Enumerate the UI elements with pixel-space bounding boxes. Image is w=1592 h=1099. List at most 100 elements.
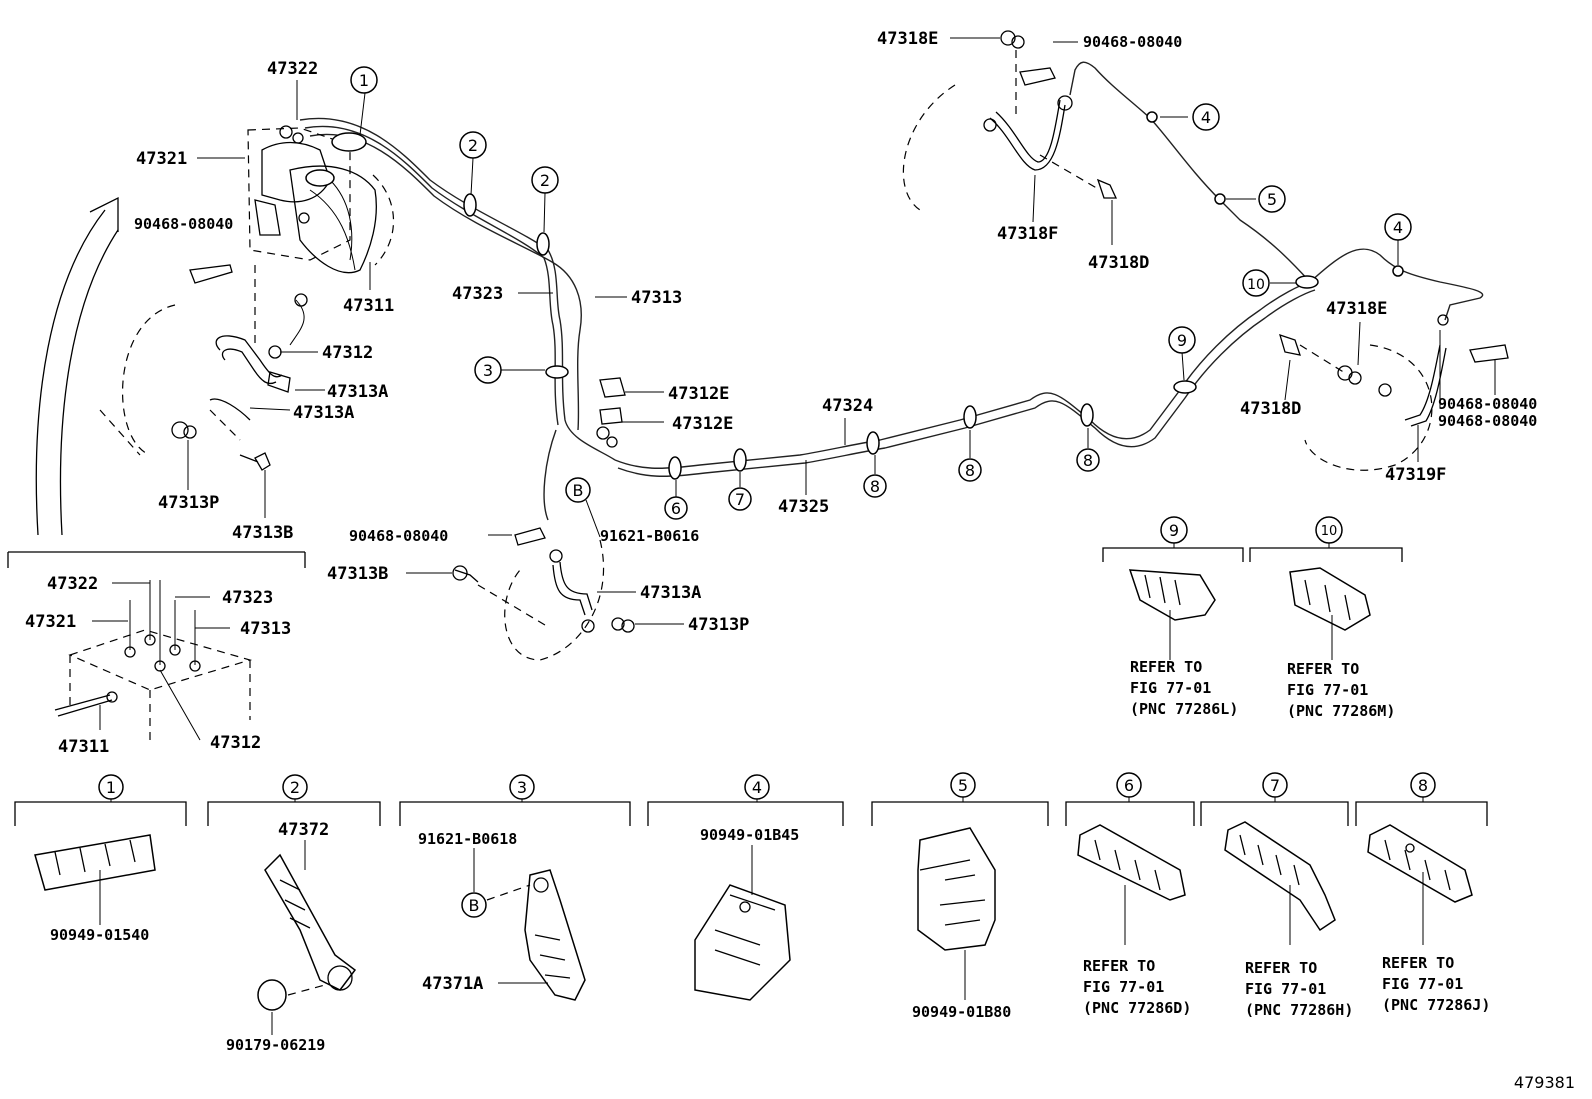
label-47313A: 47313A [327,382,388,402]
callout-6: 6 [671,499,681,518]
label-47318E: 47318E [1326,299,1387,319]
label-47318D: 47318D [1240,399,1301,419]
label-47324: 47324 [822,396,873,416]
label-47312E: 47312E [668,384,729,404]
diagram-callout-numbers: 1 2 2 3 6 7 8 8 8 9 10 4 5 4 B [359,71,1403,518]
refer-line2: FIG 77-01 [1382,975,1463,993]
clamp-detail-5: 5 90949-01B80 [871,772,1049,1021]
label-47319F: 47319F [1385,465,1446,485]
callout-b: B [573,481,584,500]
label-47312: 47312 [210,733,261,753]
label-47323: 47323 [222,588,273,608]
part-90179-06219: 90179-06219 [226,1036,325,1054]
callout-5: 5 [958,776,968,795]
callout-9: 9 [1177,331,1187,350]
callout-4: 4 [752,778,762,797]
label-47318D: 47318D [1088,253,1149,273]
label-47325: 47325 [778,497,829,517]
callout-10: 10 [1321,524,1338,539]
rear-left-hose [902,30,1118,211]
callout-3: 3 [483,361,493,380]
label-47318F: 47318F [997,224,1058,244]
diagram-id: 479381 [1514,1073,1575,1092]
brake-actuator-assembly [247,125,395,274]
label-47313P: 47313P [158,493,219,513]
callout-4: 4 [1201,108,1211,127]
callout-7: 7 [735,490,745,509]
clamp-detail-10: 10 REFER TO FIG 77-01 (PNC 77286M) [1249,516,1403,720]
label-47313A: 47313A [293,403,354,423]
leader-lines [92,37,1496,741]
callout-8: 8 [1083,451,1093,470]
label-47318E: 47318E [877,29,938,49]
callout-7: 7 [1270,776,1280,795]
label-47321: 47321 [136,149,187,169]
clamp-detail-9: 9 REFER TO FIG 77-01 (PNC 77286L) [1102,516,1244,718]
refer-line2: FIG 77-01 [1130,679,1211,697]
label-47313: 47313 [240,619,291,639]
label-47313: 47313 [631,288,682,308]
refer-line2: FIG 77-01 [1245,980,1326,998]
callout-5: 5 [1267,190,1277,209]
label-47323: 47323 [452,284,503,304]
callout-1: 1 [359,71,369,90]
label-91621-B0616: 91621-B0616 [600,527,699,545]
callout-2: 2 [290,778,300,797]
callout-6: 6 [1124,776,1134,795]
label-90468-08040: 90468-08040 [1438,395,1537,413]
refer-line1: REFER TO [1287,660,1359,678]
refer-pnc-77286M: (PNC 77286M) [1287,702,1395,720]
part-90949-01540: 90949-01540 [50,926,149,944]
refer-pnc-77286H: (PNC 77286H) [1245,1001,1353,1019]
label-47313A: 47313A [640,583,701,603]
label-47313P: 47313P [688,615,749,635]
clamp-detail-6: 6 REFER TO FIG 77-01 (PNC 77286D) [1065,772,1195,1017]
label-90468-08040: 90468-08040 [1083,33,1182,51]
callout-2: 2 [540,171,550,190]
clamp-detail-8: 8 REFER TO FIG 77-01 (PNC 77286J) [1355,772,1490,1014]
callout-8: 8 [965,461,975,480]
pipe-clamps [463,111,1404,480]
label-47313B: 47313B [232,523,293,543]
detail-inset [7,551,306,740]
refer-pnc-77286J: (PNC 77286J) [1382,996,1490,1014]
callout-10: 10 [1247,277,1265,293]
callout-8: 8 [870,477,880,496]
refer-pnc-77286L: (PNC 77286L) [1130,700,1238,718]
part-90949-01B45: 90949-01B45 [700,826,799,844]
part-91621-B0618: 91621-B0618 [418,830,517,848]
callout-4: 4 [1393,218,1403,237]
label-47312E: 47312E [672,414,733,434]
part-90949-01B80: 90949-01B80 [912,1003,1011,1021]
part-47371A: 47371A [422,974,483,994]
refer-line2: FIG 77-01 [1083,978,1164,996]
callout-3: 3 [517,778,527,797]
label-47311: 47311 [343,296,394,316]
callout-b: B [469,896,480,915]
refer-line1: REFER TO [1382,954,1454,972]
label-47321: 47321 [25,612,76,632]
front-left-hose [99,264,308,471]
direction-arrow [35,196,119,536]
callout-8: 8 [1418,776,1428,795]
rear-right-hose [1279,314,1509,471]
label-47322: 47322 [47,574,98,594]
refer-line1: REFER TO [1245,959,1317,977]
callout-1: 1 [106,778,116,797]
refer-line1: REFER TO [1083,957,1155,975]
clamp-detail-7: 7 REFER TO FIG 77-01 (PNC 77286H) [1200,772,1353,1019]
clamp-detail-2: 2 47372 90179-06219 [207,774,381,1054]
label-90468-08040: 90468-08040 [134,215,233,233]
label-90468-08040: 90468-08040 [1438,412,1537,430]
label-47311: 47311 [58,737,109,757]
clamp-detail-3: 3 B 91621-B0618 47371A [399,774,631,1001]
callout-2: 2 [468,136,478,155]
refer-pnc-77286D: (PNC 77286D) [1083,999,1191,1017]
part-47372: 47372 [278,820,329,840]
clamp-catalog: 1 90949-01540 2 47372 90179-06219 [14,772,1490,1054]
label-47322: 47322 [267,59,318,79]
clamp-detail-1: 1 90949-01540 [14,774,187,944]
clamp-detail-4: 4 90949-01B45 [647,774,844,1001]
